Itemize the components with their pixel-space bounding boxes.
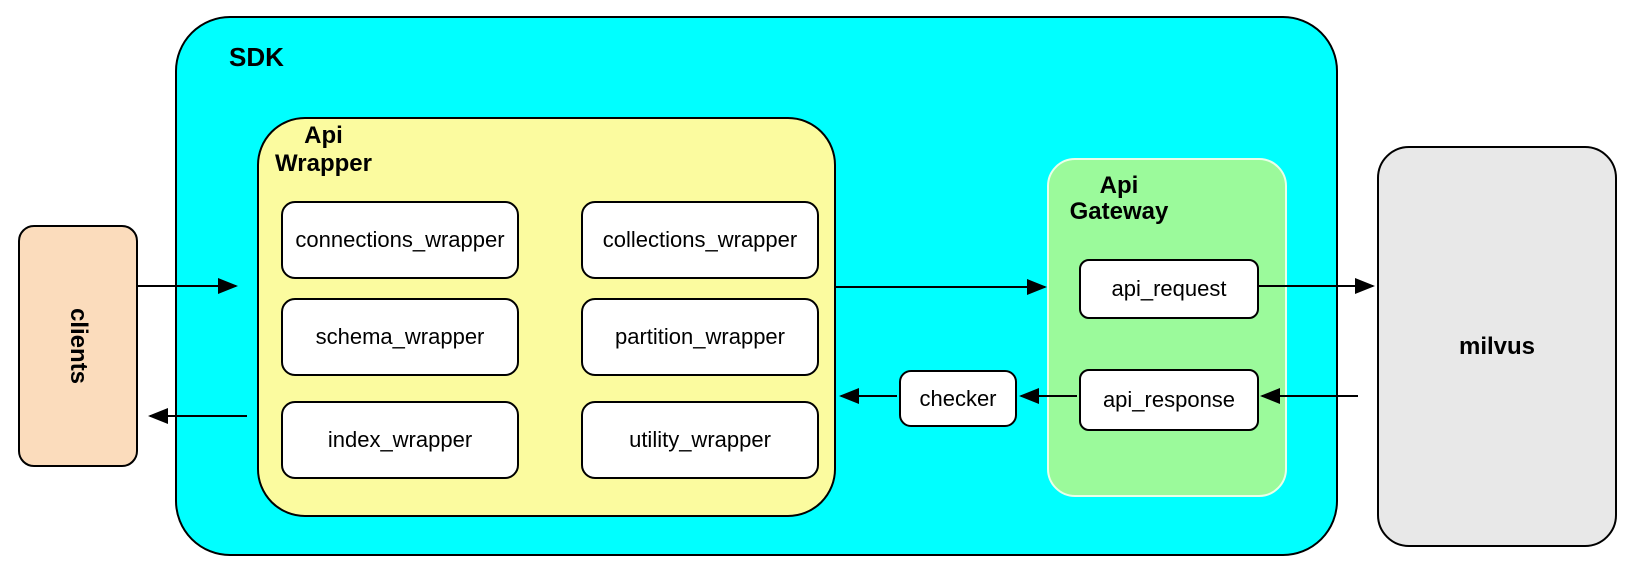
partition-wrapper-node: partition_wrapper — [581, 298, 819, 376]
api-gateway-label: Api Gateway — [1069, 172, 1169, 225]
partition-wrapper-label: partition_wrapper — [615, 324, 785, 349]
api-request-label: api_request — [1111, 276, 1227, 301]
utility-wrapper-node: utility_wrapper — [581, 401, 819, 479]
checker-node: checker — [899, 370, 1017, 427]
utility-wrapper-label: utility_wrapper — [629, 427, 771, 452]
milvus-label: milvus — [1458, 332, 1536, 360]
api-response-label: api_response — [1102, 387, 1236, 412]
api-gateway-container: Api Gateway api_request api_response — [1047, 158, 1287, 497]
connections-wrapper-node: connections_wrapper — [281, 201, 519, 279]
checker-label: checker — [919, 385, 997, 411]
sdk-container: SDK Api Wrapper connections_wrapper coll… — [175, 16, 1338, 556]
api-wrapper-label: Api Wrapper — [275, 122, 372, 177]
milvus-node: milvus — [1377, 146, 1617, 547]
connections-wrapper-label: connections_wrapper — [295, 227, 505, 252]
sdk-label: SDK — [229, 42, 284, 72]
api-response-node: api_response — [1079, 369, 1259, 431]
collections-wrapper-label: collections_wrapper — [602, 227, 798, 252]
schema-wrapper-label: schema_wrapper — [315, 324, 485, 349]
index-wrapper-node: index_wrapper — [281, 401, 519, 479]
clients-node: clients — [18, 225, 138, 467]
api-wrapper-container: Api Wrapper connections_wrapper collecti… — [257, 117, 836, 517]
api-request-node: api_request — [1079, 259, 1259, 319]
schema-wrapper-node: schema_wrapper — [281, 298, 519, 376]
index-wrapper-label: index_wrapper — [327, 427, 473, 452]
clients-label: clients — [65, 307, 92, 385]
collections-wrapper-node: collections_wrapper — [581, 201, 819, 279]
